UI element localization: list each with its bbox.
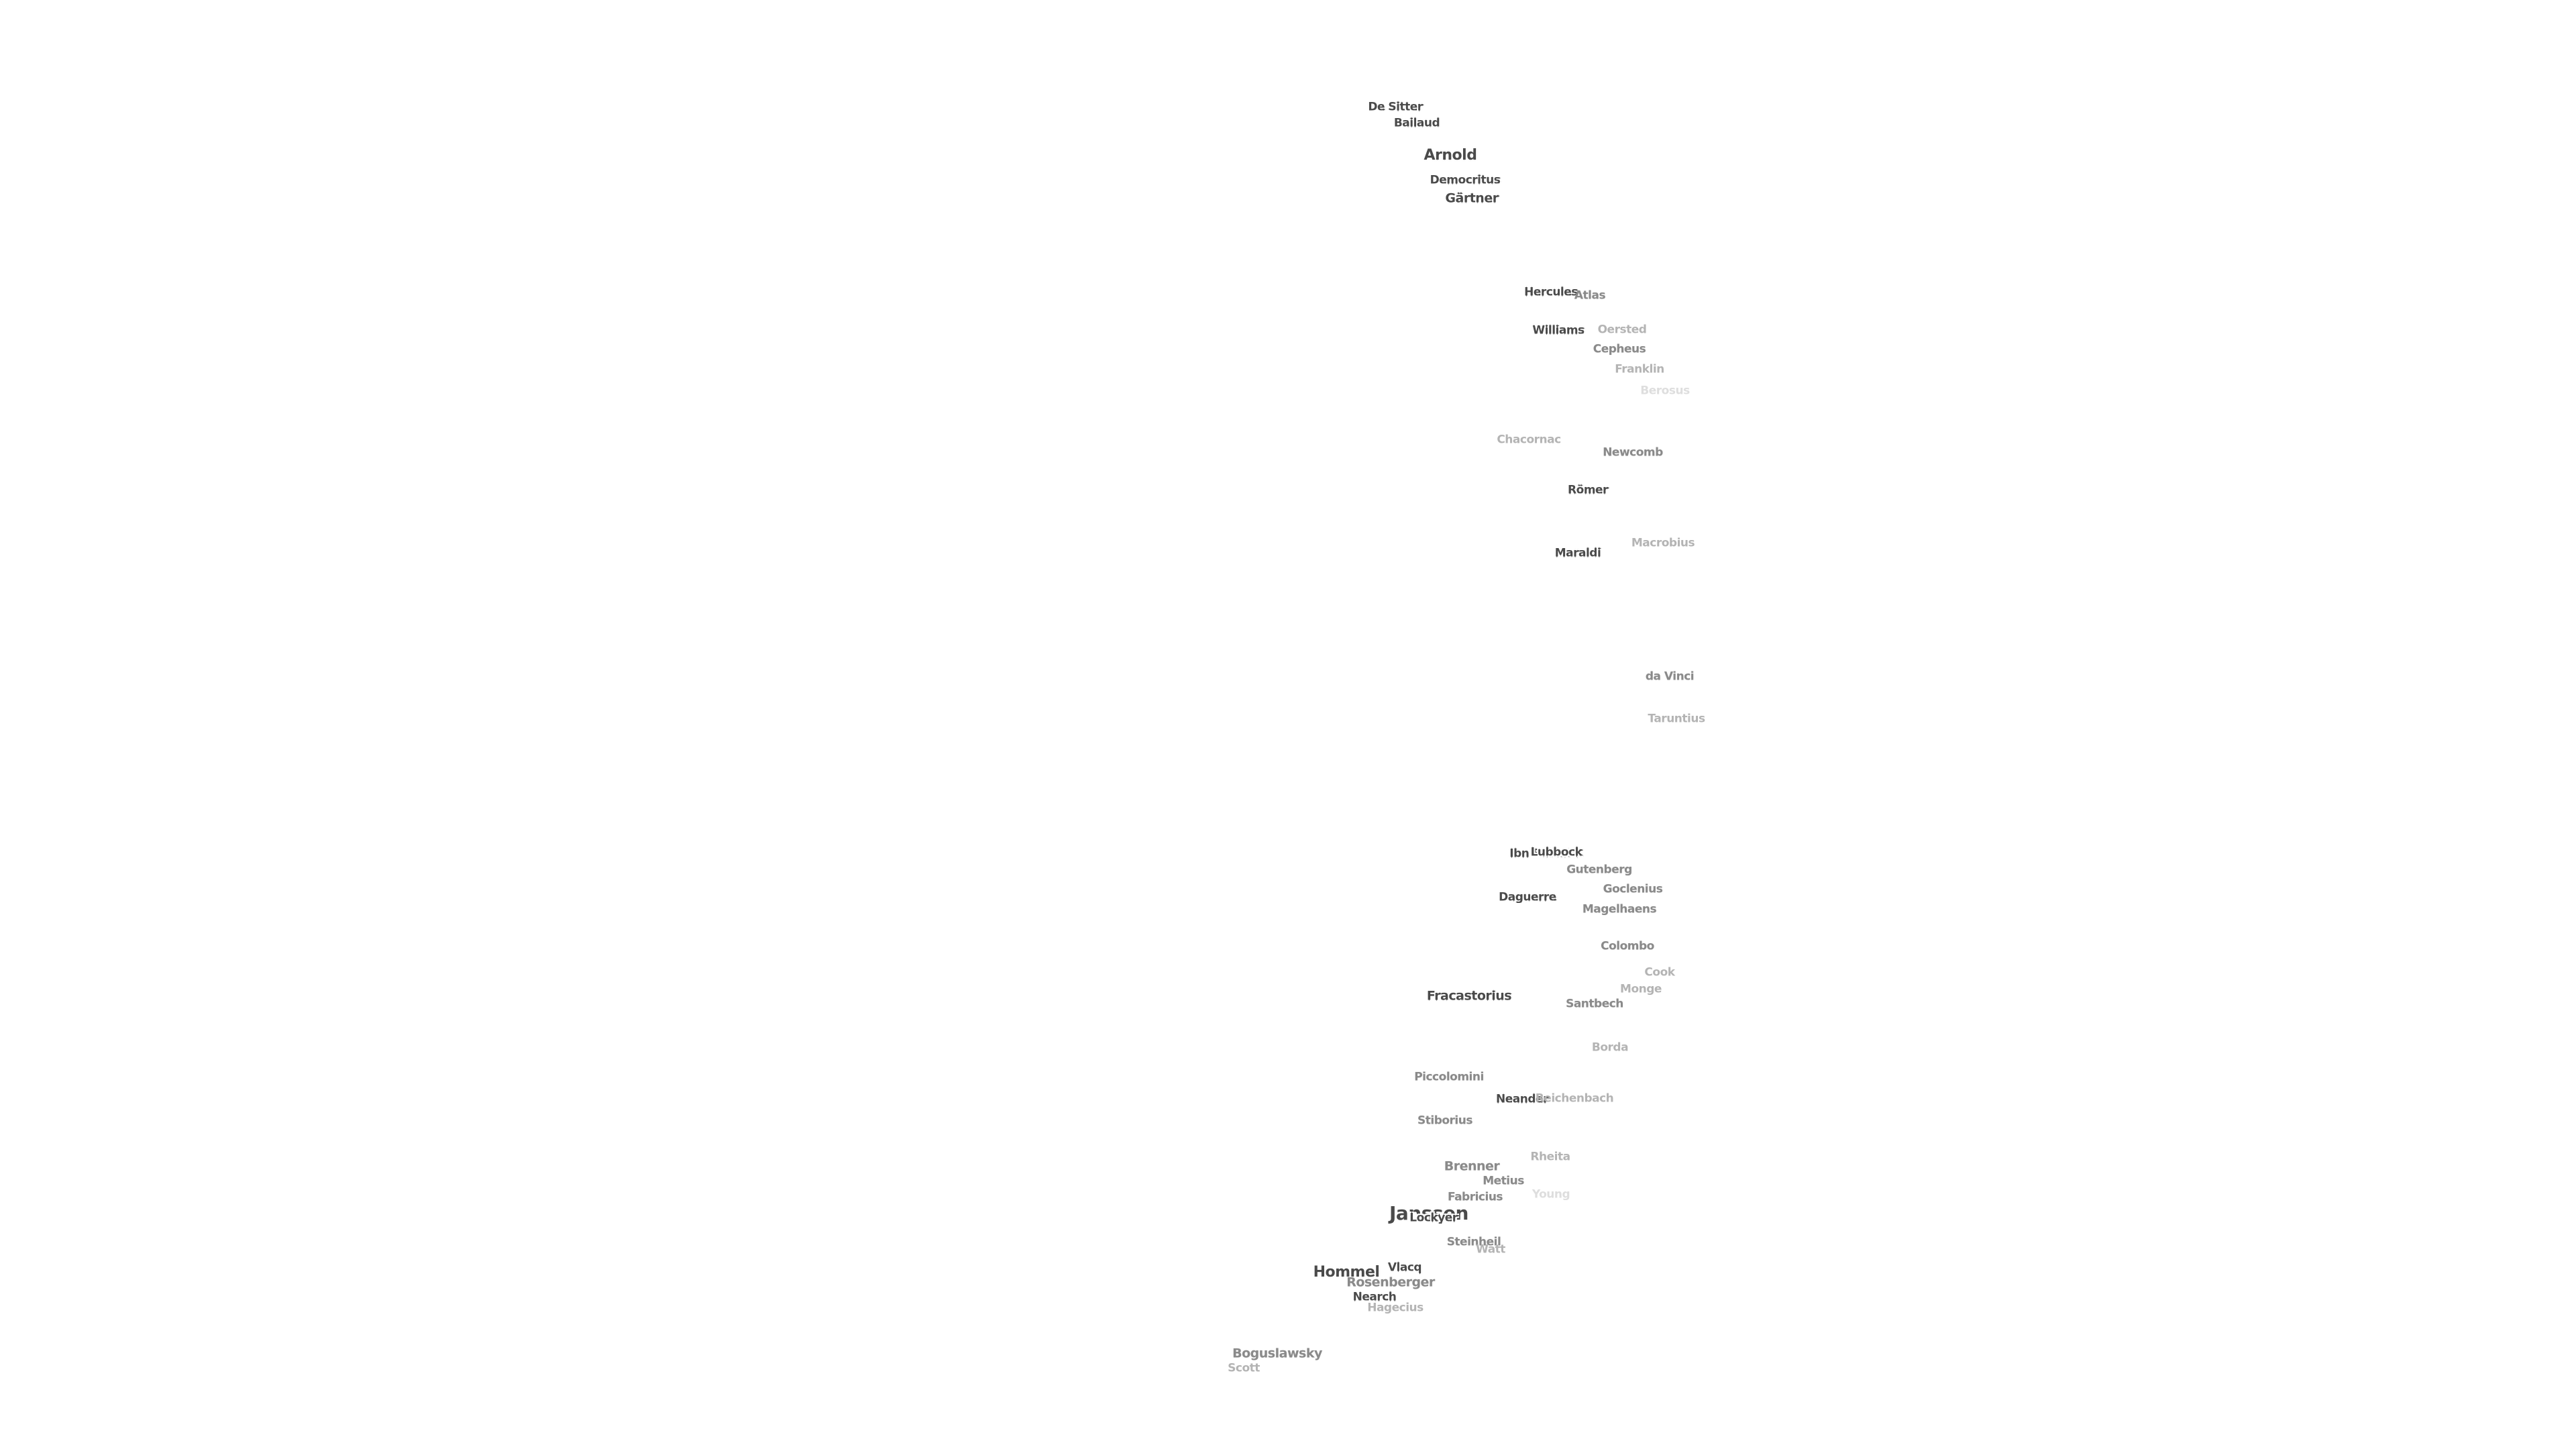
- crater-label-atlas: Atlas: [1574, 288, 1606, 303]
- crater-label-reichenbach: Reichenbach: [1535, 1091, 1614, 1106]
- crater-label-de-sitter: De Sitter: [1368, 100, 1423, 114]
- crater-label-fabricius: Fabricius: [1447, 1190, 1503, 1204]
- crater-label-boguslawsky: Boguslawsky: [1232, 1346, 1322, 1361]
- crater-label-gutenberg: Gutenberg: [1566, 863, 1632, 877]
- crater-label-bailaud: Bailaud: [1393, 116, 1440, 130]
- crater-label-metius: Metius: [1483, 1174, 1524, 1188]
- crater-label-goclenius: Goclenius: [1603, 882, 1663, 896]
- crater-label-oersted: Oersted: [1597, 323, 1647, 337]
- crater-label-young: Young: [1532, 1187, 1570, 1201]
- crater-label-arnold: Arnold: [1424, 147, 1477, 164]
- crater-label-williams: Williams: [1532, 323, 1585, 337]
- crater-label-neander: Neander: [1496, 1092, 1548, 1106]
- crater-label-steinheil: Steinheil: [1446, 1235, 1501, 1249]
- crater-label-janssen: Janssen: [1389, 1202, 1469, 1224]
- crater-label-chacornac: Chacornac: [1497, 433, 1561, 447]
- crater-label-daguerre: Daguerre: [1499, 890, 1556, 904]
- crater-label-lubbock: Lubbock: [1530, 845, 1582, 859]
- crater-label-watt: Watt: [1476, 1242, 1505, 1256]
- crater-label-nearch: Nearch: [1352, 1290, 1397, 1304]
- crater-label-democritus: Democritus: [1430, 173, 1501, 187]
- crater-label-santbech: Santbech: [1566, 997, 1623, 1011]
- crater-label-gartner: Gärtner: [1445, 191, 1499, 206]
- crater-label-da-vinci: da Vinci: [1645, 669, 1695, 684]
- crater-label-brenner: Brenner: [1444, 1159, 1500, 1174]
- crater-label-taruntius: Taruntius: [1648, 712, 1705, 726]
- crater-label-magelhaens: Magelhaens: [1582, 902, 1657, 916]
- crater-label-colombo: Colombo: [1601, 939, 1654, 953]
- crater-label-piccolomini: Piccolomini: [1414, 1070, 1484, 1084]
- crater-label-franklin: Franklin: [1615, 362, 1664, 376]
- crater-label-borda: Borda: [1591, 1040, 1629, 1055]
- crater-label-hommel: Hommel: [1313, 1264, 1380, 1281]
- crater-label-rheita: Rheita: [1530, 1150, 1570, 1164]
- crater-label-maraldi: Maraldi: [1554, 546, 1601, 560]
- crater-label-scott: Scott: [1228, 1361, 1260, 1375]
- crater-label-vlacq: Vlacq: [1387, 1260, 1422, 1275]
- crater-label-hercules: Hercules: [1524, 285, 1578, 299]
- crater-label-macrobius: Macrobius: [1631, 536, 1695, 550]
- crater-label-lockyer: Lockyer: [1409, 1211, 1458, 1225]
- crater-label-newcomb: Newcomb: [1603, 445, 1663, 460]
- crater-label-berosus: Berosus: [1640, 384, 1690, 398]
- crater-label-stiborius: Stiborius: [1417, 1114, 1472, 1128]
- crater-label-ibn-battuta: Ibn Battuta: [1509, 847, 1579, 861]
- crater-label-rosenberger: Rosenberger: [1346, 1275, 1435, 1290]
- crater-label-monge: Monge: [1620, 982, 1662, 996]
- crater-label-cook: Cook: [1644, 965, 1675, 979]
- crater-label-hagecius: Hagecius: [1367, 1301, 1424, 1315]
- crater-label-romer: Römer: [1568, 483, 1608, 497]
- crater-label-fracastorius: Fracastorius: [1426, 988, 1512, 1004]
- crater-label-cepheus: Cepheus: [1593, 342, 1646, 356]
